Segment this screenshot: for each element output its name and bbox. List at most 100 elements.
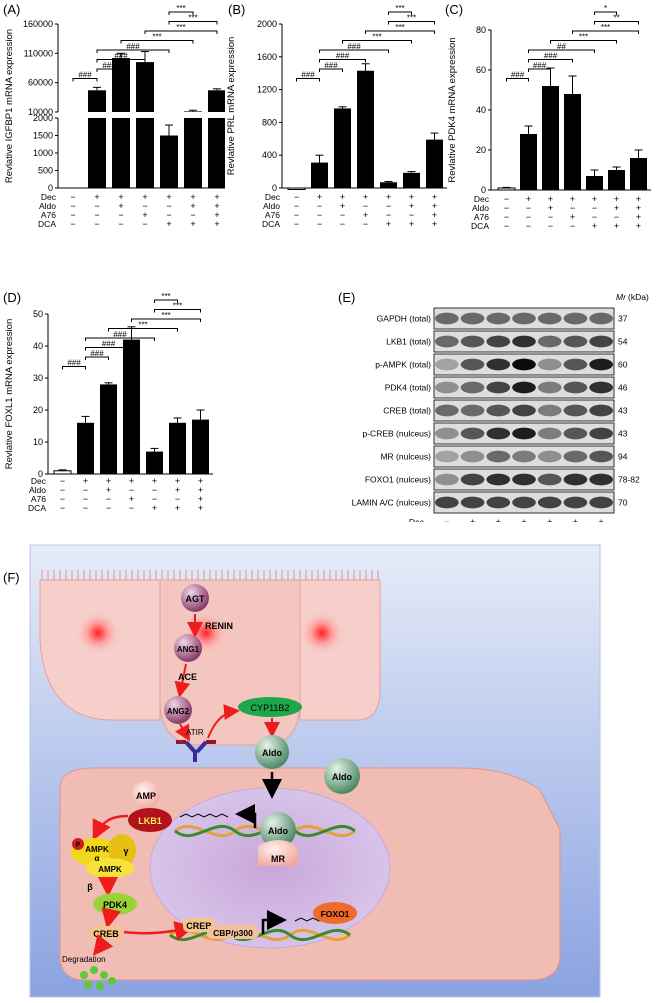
blot-band	[537, 335, 562, 348]
condition-label-a76: A76	[41, 210, 56, 220]
condition-sign: −	[60, 503, 65, 513]
significance-bracket	[62, 366, 86, 370]
condition-sign: +	[409, 192, 414, 202]
significance-label: *	[604, 4, 607, 13]
blot-mw-label: 46	[618, 383, 628, 393]
degradation-label: Degradation	[62, 955, 106, 964]
significance-bracket	[96, 49, 170, 53]
y-tick-label: 160000	[23, 19, 53, 29]
blot-lane-label: LKB1 (total)	[386, 337, 431, 347]
significance-bracket	[506, 78, 529, 82]
significance-bracket	[528, 68, 551, 72]
blot-lane-label: GAPDH (total)	[377, 314, 431, 324]
condition-sign: +	[592, 194, 597, 204]
ang2-label: ANG2	[167, 707, 190, 716]
phospho-label: P	[76, 842, 81, 849]
condition-sign: +	[129, 494, 134, 504]
blot-band	[537, 381, 562, 394]
condition-sign: +	[409, 201, 414, 211]
blot-band	[486, 312, 511, 325]
condition-sign: −	[106, 503, 111, 513]
blot-mw-label: 43	[618, 429, 628, 439]
bar	[426, 139, 443, 188]
blot-band	[435, 404, 459, 417]
significance-bracket	[594, 11, 617, 15]
significance-label: ###	[67, 359, 81, 368]
condition-sign: −	[152, 494, 157, 504]
amp-label: AMP	[136, 791, 156, 801]
condition-sign: −	[317, 201, 322, 211]
panel-label-c: (C)	[445, 2, 464, 17]
condition-sign: −	[386, 201, 391, 211]
condition-sign: +	[198, 485, 203, 495]
blot-lane-label: PDK4 (total)	[385, 383, 431, 393]
ampk-label-2: AMPK	[98, 865, 122, 874]
condition-sign: +	[198, 503, 203, 513]
blot-band	[460, 335, 485, 348]
blot-band	[486, 496, 511, 509]
blot-band	[563, 404, 588, 417]
significance-label: ###	[544, 52, 558, 61]
condition-sign: +	[83, 476, 88, 486]
blot-band	[435, 450, 459, 463]
condition-sign: +	[214, 210, 219, 220]
ace-label: ACE	[178, 672, 197, 682]
condition-sign: −	[363, 201, 368, 211]
condition-sign: +	[142, 210, 147, 220]
blot-band	[512, 427, 536, 440]
blot-band	[512, 450, 536, 463]
condition-label-aldo: Aldo	[39, 201, 56, 211]
y-tick-label: 50	[33, 309, 43, 319]
bar	[53, 470, 72, 475]
condition-sign: −	[504, 203, 509, 213]
condition-sign: +	[106, 476, 111, 486]
bar	[146, 451, 163, 474]
blot-band	[460, 450, 485, 463]
bar	[630, 158, 647, 190]
y-tick-label: 20	[33, 405, 43, 415]
condition-sign: +	[166, 192, 171, 202]
condition-label-dca: DCA	[38, 219, 56, 229]
foxo1-label: FOXO1	[321, 909, 350, 919]
creb-label: CREB	[93, 929, 119, 939]
significance-bracket	[120, 40, 194, 44]
blot-band	[563, 358, 588, 371]
y-tick-label: 0	[38, 469, 43, 479]
panel-label-d: (D)	[3, 290, 22, 305]
condition-sign: −	[152, 485, 157, 495]
blot-band	[589, 335, 613, 348]
y-tick-label: 800	[262, 117, 277, 127]
condition-sign: −	[340, 219, 345, 229]
blot-band	[589, 496, 613, 509]
y-tick-label: 20	[476, 145, 486, 155]
significance-bracket	[85, 347, 132, 351]
condition-sign: +	[386, 192, 391, 202]
pdk4-label: PDK4	[103, 900, 127, 910]
significance-label: ###	[102, 61, 116, 70]
condition-sign: +	[526, 194, 531, 204]
blot-band	[435, 473, 459, 486]
significance-bracket	[388, 11, 412, 15]
significance-label: ###	[126, 42, 140, 51]
condition-sign: −	[592, 203, 597, 213]
lkb1-label: LKB1	[138, 816, 162, 826]
y-axis-label: Revlative IGFBP1 mRNA expression	[4, 29, 15, 183]
blot-band	[537, 404, 562, 417]
chart-igfbp1: 10000600001100001600000500100015002000Re…	[4, 4, 225, 229]
blot-band	[486, 427, 511, 440]
condition-sign: +	[118, 201, 123, 211]
significance-bracket	[168, 11, 194, 15]
condition-sign: +	[592, 221, 597, 231]
condition-sign: +	[363, 192, 368, 202]
blot-band	[512, 473, 536, 486]
agt-node	[181, 584, 209, 612]
condition-sign: −	[94, 210, 99, 220]
condition-sign: +	[548, 194, 553, 204]
bar-lower	[184, 118, 202, 188]
blot-band	[589, 427, 613, 440]
blot-band	[512, 312, 536, 325]
condition-sign: +	[636, 194, 641, 204]
significance-label: ###	[90, 349, 104, 358]
blot-band	[589, 450, 613, 463]
bar-upper	[112, 58, 130, 112]
